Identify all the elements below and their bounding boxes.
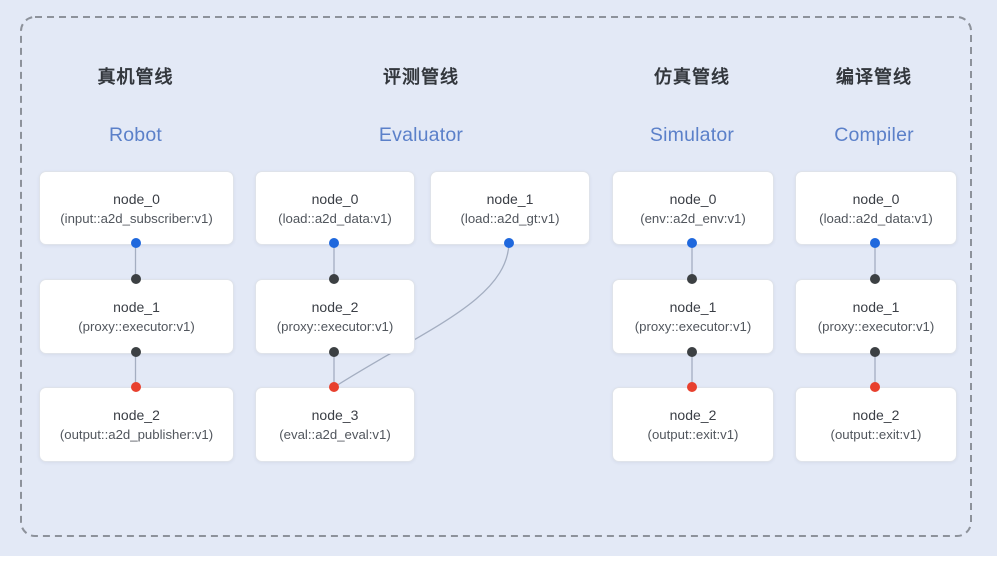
port-dot-dark [687,347,697,357]
node-type-label: (input::a2d_subscriber:v1) [60,210,213,226]
node-type-label: (env::a2d_env:v1) [640,210,746,226]
port-dot-red [130,382,141,392]
node-label: node_1 [852,299,900,315]
pipeline-node-robot-node_1: node_1(proxy::executor:v1) [39,279,234,354]
port-dot-dark [130,347,141,357]
pipeline-title-en-evaluator: Evaluator [378,124,464,146]
pipeline-title-zh-compiler: 编译管线 [836,67,912,87]
node-label: node_1 [669,299,717,315]
port-dot-blue [870,238,880,248]
node-label: node_2 [311,299,359,315]
node-label: node_2 [113,407,160,423]
pipeline-title-zh-robot: 真机管线 [97,67,174,87]
pipeline-node-evaluator-node_1: node_1(load::a2d_gt:v1) [430,171,590,245]
port-dot-dark [329,274,339,284]
node-type-label: (load::a2d_gt:v1) [460,210,560,226]
node-type-label: (proxy::executor:v1) [634,319,752,334]
pipeline-node-evaluator-node_0: node_0(load::a2d_data:v1) [255,171,415,245]
pipeline-node-simulator-node_2: node_2(output::exit:v1) [612,387,774,462]
pipeline-node-evaluator-node_3: node_3(eval::a2d_eval:v1) [255,387,415,462]
node-label: node_0 [852,190,900,207]
node-label: node_1 [113,299,160,315]
port-dot-blue [329,238,339,248]
pipeline-node-robot-node_0: node_0(input::a2d_subscriber:v1) [39,171,234,245]
pipeline-node-simulator-node_0: node_0(env::a2d_env:v1) [612,171,774,245]
node-label: node_3 [311,407,359,423]
port-dot-red [870,382,880,392]
port-dot-blue [504,238,514,248]
node-label: node_0 [311,190,359,207]
node-type-label: (load::a2d_data:v1) [819,210,933,226]
node-type-label: (output::exit:v1) [830,427,922,442]
panel-dashed-border [20,16,972,537]
node-type-label: (output::a2d_publisher:v1) [59,427,214,442]
node-type-label: (proxy::executor:v1) [78,319,195,334]
pipeline-node-compiler-node_1: node_1(proxy::executor:v1) [795,279,957,354]
pipeline-node-simulator-node_1: node_1(proxy::executor:v1) [612,279,774,354]
port-dot-dark [870,274,880,284]
port-dot-dark [687,274,697,284]
node-type-label: (proxy::executor:v1) [817,319,935,334]
port-dot-red [687,382,697,392]
port-dot-blue [130,238,141,248]
pipeline-title-en-compiler: Compiler [834,124,914,146]
node-type-label: (eval::a2d_eval:v1) [279,427,391,442]
node-type-label: (proxy::executor:v1) [276,319,394,334]
pipeline-node-evaluator-node_2: node_2(proxy::executor:v1) [255,279,415,354]
node-label: node_0 [113,190,160,207]
port-dot-dark [329,347,339,357]
node-type-label: (output::exit:v1) [647,427,739,442]
pipeline-title-en-simulator: Simulator [649,124,735,146]
pipeline-title-zh-evaluator: 评测管线 [383,67,459,87]
port-dot-dark [870,347,880,357]
bottom-strip [0,556,997,563]
pipeline-title-en-robot: Robot [108,124,163,146]
pipeline-title-zh-simulator: 仿真管线 [654,67,730,87]
pipeline-node-robot-node_2: node_2(output::a2d_publisher:v1) [39,387,234,462]
node-label: node_0 [669,190,717,207]
port-dot-blue [687,238,697,248]
port-dot-red [329,382,339,392]
pipeline-node-compiler-node_0: node_0(load::a2d_data:v1) [795,171,957,245]
node-label: node_2 [852,407,900,423]
port-dot-dark [130,274,141,284]
edge-curve [335,242,510,387]
node-label: node_1 [486,190,534,207]
node-type-label: (load::a2d_data:v1) [278,210,392,226]
node-label: node_2 [669,407,717,423]
pipeline-node-compiler-node_2: node_2(output::exit:v1) [795,387,957,462]
